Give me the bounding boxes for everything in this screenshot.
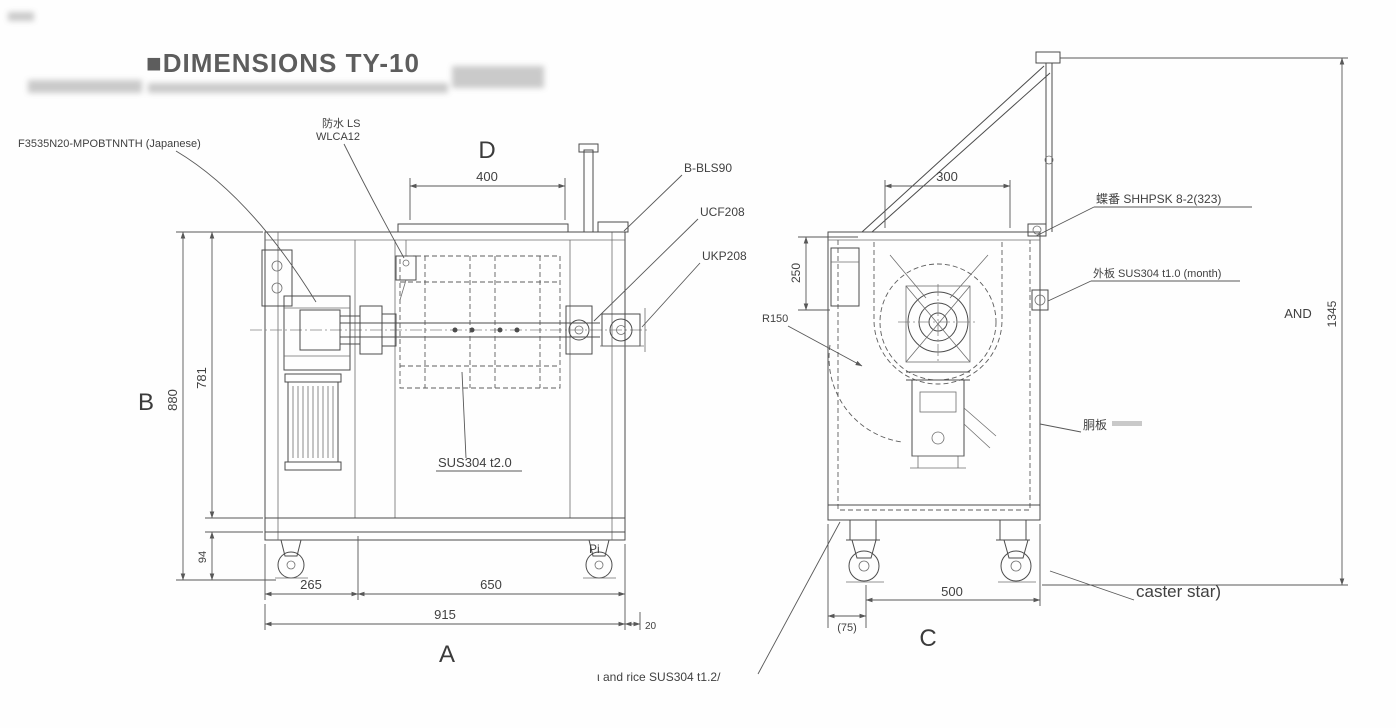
front-caster-right [588, 539, 610, 557]
handle-annotation: B-BLS90 [684, 161, 732, 175]
inner-panel-annotation: ι and rice SUS304 t1.2/ [597, 670, 721, 684]
dim-overall-width: 915 [434, 607, 456, 622]
hinge-annotation: 蝶番 SHHPSK 8-2(323) [1096, 191, 1221, 206]
front-view [250, 143, 650, 579]
dim-opening-depth: 300 [936, 169, 958, 184]
dim-overall-height: 880 [165, 389, 180, 411]
limit-switch-annotation-line2: WLCA12 [316, 131, 360, 143]
view-letter-d: D [478, 137, 495, 164]
trough-hidden-outline [399, 255, 561, 389]
front-caster-left [280, 539, 302, 557]
view-letter-a: A [439, 641, 455, 668]
dim-base-depth: 500 [941, 584, 963, 599]
illegible-text-smudge [1112, 421, 1142, 426]
paddle-material-annotation: SUS304 t2.0 [438, 455, 512, 470]
side-view-dimensions: 300 250 R150 500 (75) C 1345 AND [762, 57, 1348, 652]
body-panel-annotation: 胴板 [1083, 418, 1107, 432]
flange-bearing-annotation: UCF208 [700, 205, 745, 219]
view-letter-c: C [919, 625, 936, 652]
scan-artifact-smear [8, 12, 544, 93]
caster-annotation: caster star) [1136, 582, 1221, 601]
front-view-annotations: F3535N20-MPOBTNNTH (Japanese) 防水 LS WLCA… [18, 116, 747, 472]
label-pi: Pi [589, 542, 600, 556]
front-body-outline [264, 231, 626, 541]
side-gear-motor [911, 379, 965, 457]
side-caster-brackets [851, 539, 1029, 559]
control-box [830, 247, 860, 307]
motor-annotation: F3535N20-MPOBTNNTH (Japanese) [18, 138, 201, 150]
flange-bearing [565, 305, 593, 355]
dim-edge-offset: 20 [645, 621, 657, 632]
dim-lid-offset: 250 [789, 263, 803, 283]
gearbox [283, 295, 351, 371]
dim-trough-width: 650 [480, 577, 502, 592]
and-note: AND [1284, 306, 1311, 321]
pillow-bearing-annotation: UKP208 [702, 249, 747, 263]
side-body-outline [827, 231, 1041, 521]
dim-open-height: 1345 [1325, 300, 1339, 327]
dim-motor-bay-width: 265 [300, 577, 322, 592]
front-bracket [261, 249, 293, 307]
limit-switch-annotation-line1: 防水 LS [322, 116, 361, 130]
lid-handle [583, 149, 594, 233]
page-title: ■DIMENSIONS TY-10 [146, 48, 420, 78]
front-view-dimensions: 400 D 880 781 94 B 265 650 915 20 A Pi [138, 137, 657, 668]
dim-caster-height: 94 [197, 551, 209, 563]
side-latch [1031, 289, 1049, 311]
open-lid [861, 65, 1051, 233]
trough-section [873, 242, 1003, 385]
side-view-annotations: 蝶番 SHHPSK 8-2(323) 外板 SUS304 t1.0 (month… [597, 191, 1252, 684]
dim-body-height: 781 [194, 367, 209, 389]
dim-trough-radius: R150 [762, 313, 788, 325]
view-letter-b: B [138, 389, 154, 416]
dim-caster-offset: (75) [837, 622, 857, 634]
side-view [827, 51, 1061, 583]
dim-opening-width: 400 [476, 169, 498, 184]
outer-panel-annotation: 外板 SUS304 t1.0 (month) [1093, 266, 1221, 280]
